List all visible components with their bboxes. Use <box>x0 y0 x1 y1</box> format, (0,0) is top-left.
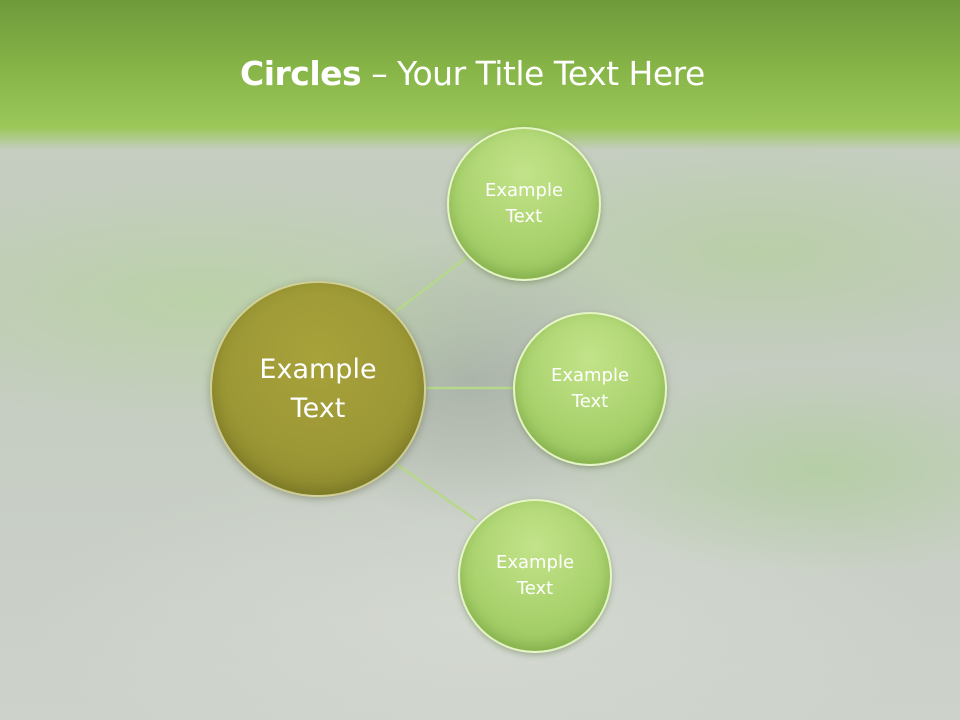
connector-line-3 <box>395 462 477 522</box>
title-rest-part: – Your Title Text Here <box>361 54 705 93</box>
connector-line-1 <box>394 254 471 313</box>
center-circle-label: Example Text <box>259 353 377 424</box>
node-circle-bottom-label: Example Text <box>495 551 575 599</box>
slide-title: Circles – Your Title Text Here <box>240 54 705 93</box>
node-circle-middle-label: Example Text <box>550 364 630 412</box>
center-circle[interactable]: Example Text <box>210 281 426 497</box>
node-circle-middle[interactable]: Example Text <box>513 312 667 466</box>
title-bold-part: Circles <box>240 54 362 93</box>
header-band <box>0 0 960 150</box>
node-circle-top[interactable]: Example Text <box>447 127 601 281</box>
node-circle-top-label: Example Text <box>484 179 564 227</box>
node-circle-bottom[interactable]: Example Text <box>458 499 612 653</box>
